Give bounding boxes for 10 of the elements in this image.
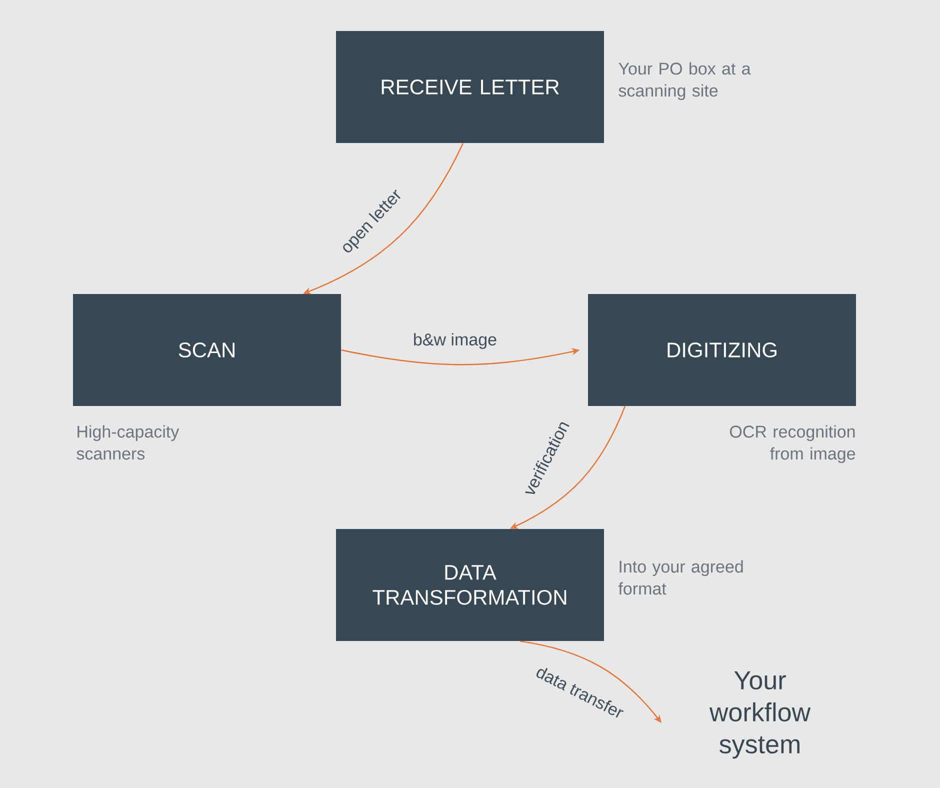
process-box: DATA TRANSFORMATION (336, 529, 604, 641)
process-box: DIGITIZING (588, 294, 856, 406)
label-text: Your workflow system (709, 671, 811, 759)
edge-label: b&w image (414, 333, 496, 349)
caption-text: Into your agreed format (618, 560, 743, 595)
caption-text: OCR recognition from image (730, 425, 856, 464)
process-box: SCAN (73, 294, 341, 406)
process-box: RECEIVE LETTER (336, 31, 604, 143)
caption-text: Your PO box at a scanning site (618, 62, 751, 100)
caption-text: High-capacity scanners (76, 425, 180, 460)
